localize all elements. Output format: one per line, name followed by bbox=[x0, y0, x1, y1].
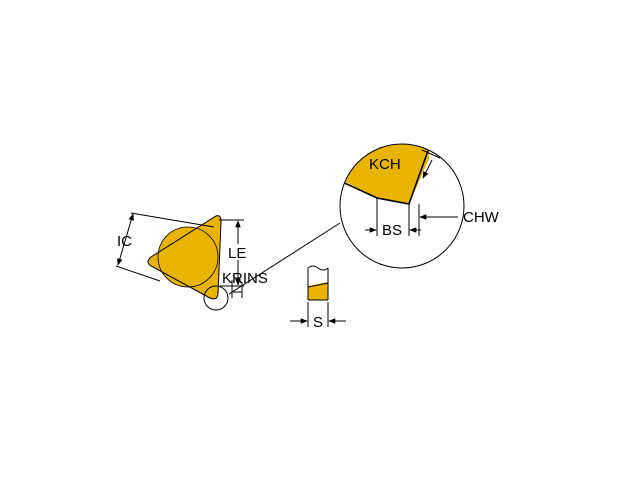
insert-side-view bbox=[307, 265, 329, 301]
detail-leader-line bbox=[228, 222, 341, 295]
detail-circle bbox=[339, 143, 465, 269]
ic-label: IC bbox=[117, 233, 132, 250]
s-dimension: S bbox=[290, 302, 346, 331]
s-label: S bbox=[313, 314, 323, 331]
detail-edge-outline bbox=[340, 144, 431, 205]
chw-label: CHW bbox=[463, 209, 500, 226]
le-label: LE bbox=[228, 245, 246, 262]
enlarged-detail: KCH BS CHW bbox=[339, 143, 500, 269]
inscribed-circle bbox=[157, 226, 219, 288]
le-dimension: LE bbox=[219, 219, 250, 287]
krins-label: KRINS bbox=[222, 270, 268, 287]
side-view-break bbox=[307, 265, 329, 271]
bs-label: BS bbox=[382, 222, 402, 239]
detail-marker-circle bbox=[203, 285, 229, 311]
kch-label: KCH bbox=[369, 156, 401, 173]
insert-top-view bbox=[147, 215, 222, 300]
side-view-white bbox=[308, 266, 328, 286]
ic-dimension: IC bbox=[115, 212, 215, 282]
insert-outline bbox=[147, 215, 222, 300]
krins-dimension: KRINS bbox=[222, 270, 268, 298]
